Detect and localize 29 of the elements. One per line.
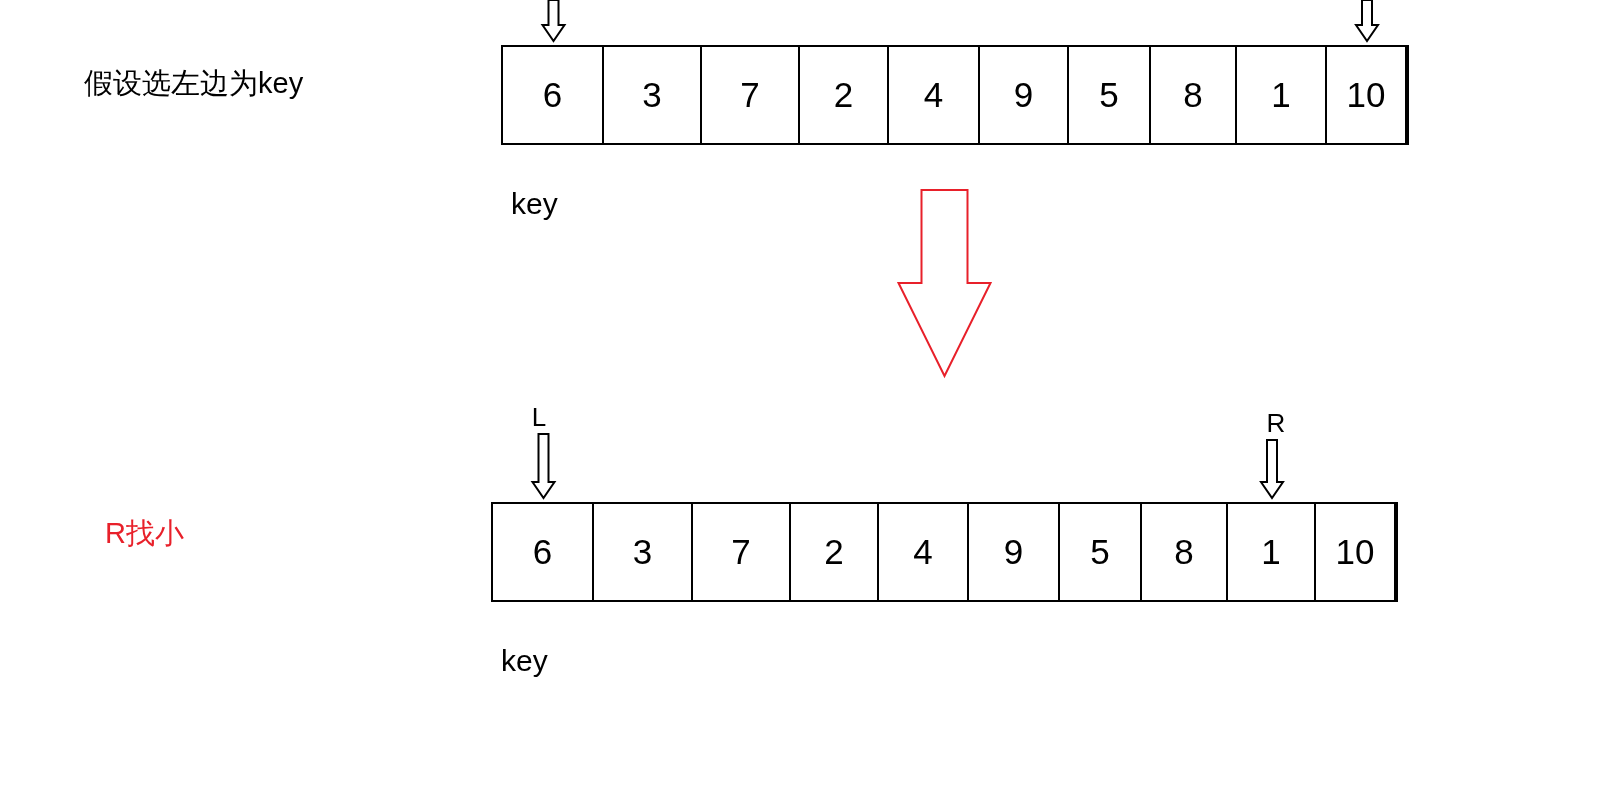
array-cell: 1: [1228, 504, 1316, 600]
array-cell: 9: [980, 47, 1069, 143]
array-cell: 9: [969, 504, 1060, 600]
array-cell: 8: [1142, 504, 1228, 600]
hollow-arrow: [1259, 439, 1285, 500]
key-label: key: [501, 643, 548, 679]
array-cell: 2: [791, 504, 879, 600]
array-cell: 5: [1060, 504, 1142, 600]
pointer-label: L: [530, 402, 548, 432]
array-cell: 3: [604, 47, 702, 143]
array-cell: 3: [594, 504, 693, 600]
array-cell: 10: [1327, 47, 1407, 143]
hollow-arrow: [1354, 0, 1380, 43]
array-cell: 4: [879, 504, 969, 600]
hollow-arrow: [530, 433, 557, 500]
key-label: key: [511, 186, 558, 222]
array-cell: 5: [1069, 47, 1151, 143]
hollow-arrow: [540, 0, 567, 43]
note-text: 假设选左边为key: [84, 66, 304, 101]
array-cell: 7: [702, 47, 800, 143]
array-cell: 7: [693, 504, 791, 600]
array-cell: 2: [800, 47, 889, 143]
pointer-label: R: [1266, 408, 1286, 438]
note-text: R找小: [105, 516, 184, 551]
array-cell: 4: [889, 47, 980, 143]
array-cell: 1: [1237, 47, 1327, 143]
array-cell: 10: [1316, 504, 1396, 600]
array-cell: 8: [1151, 47, 1237, 143]
hollow-arrow: [896, 189, 993, 379]
